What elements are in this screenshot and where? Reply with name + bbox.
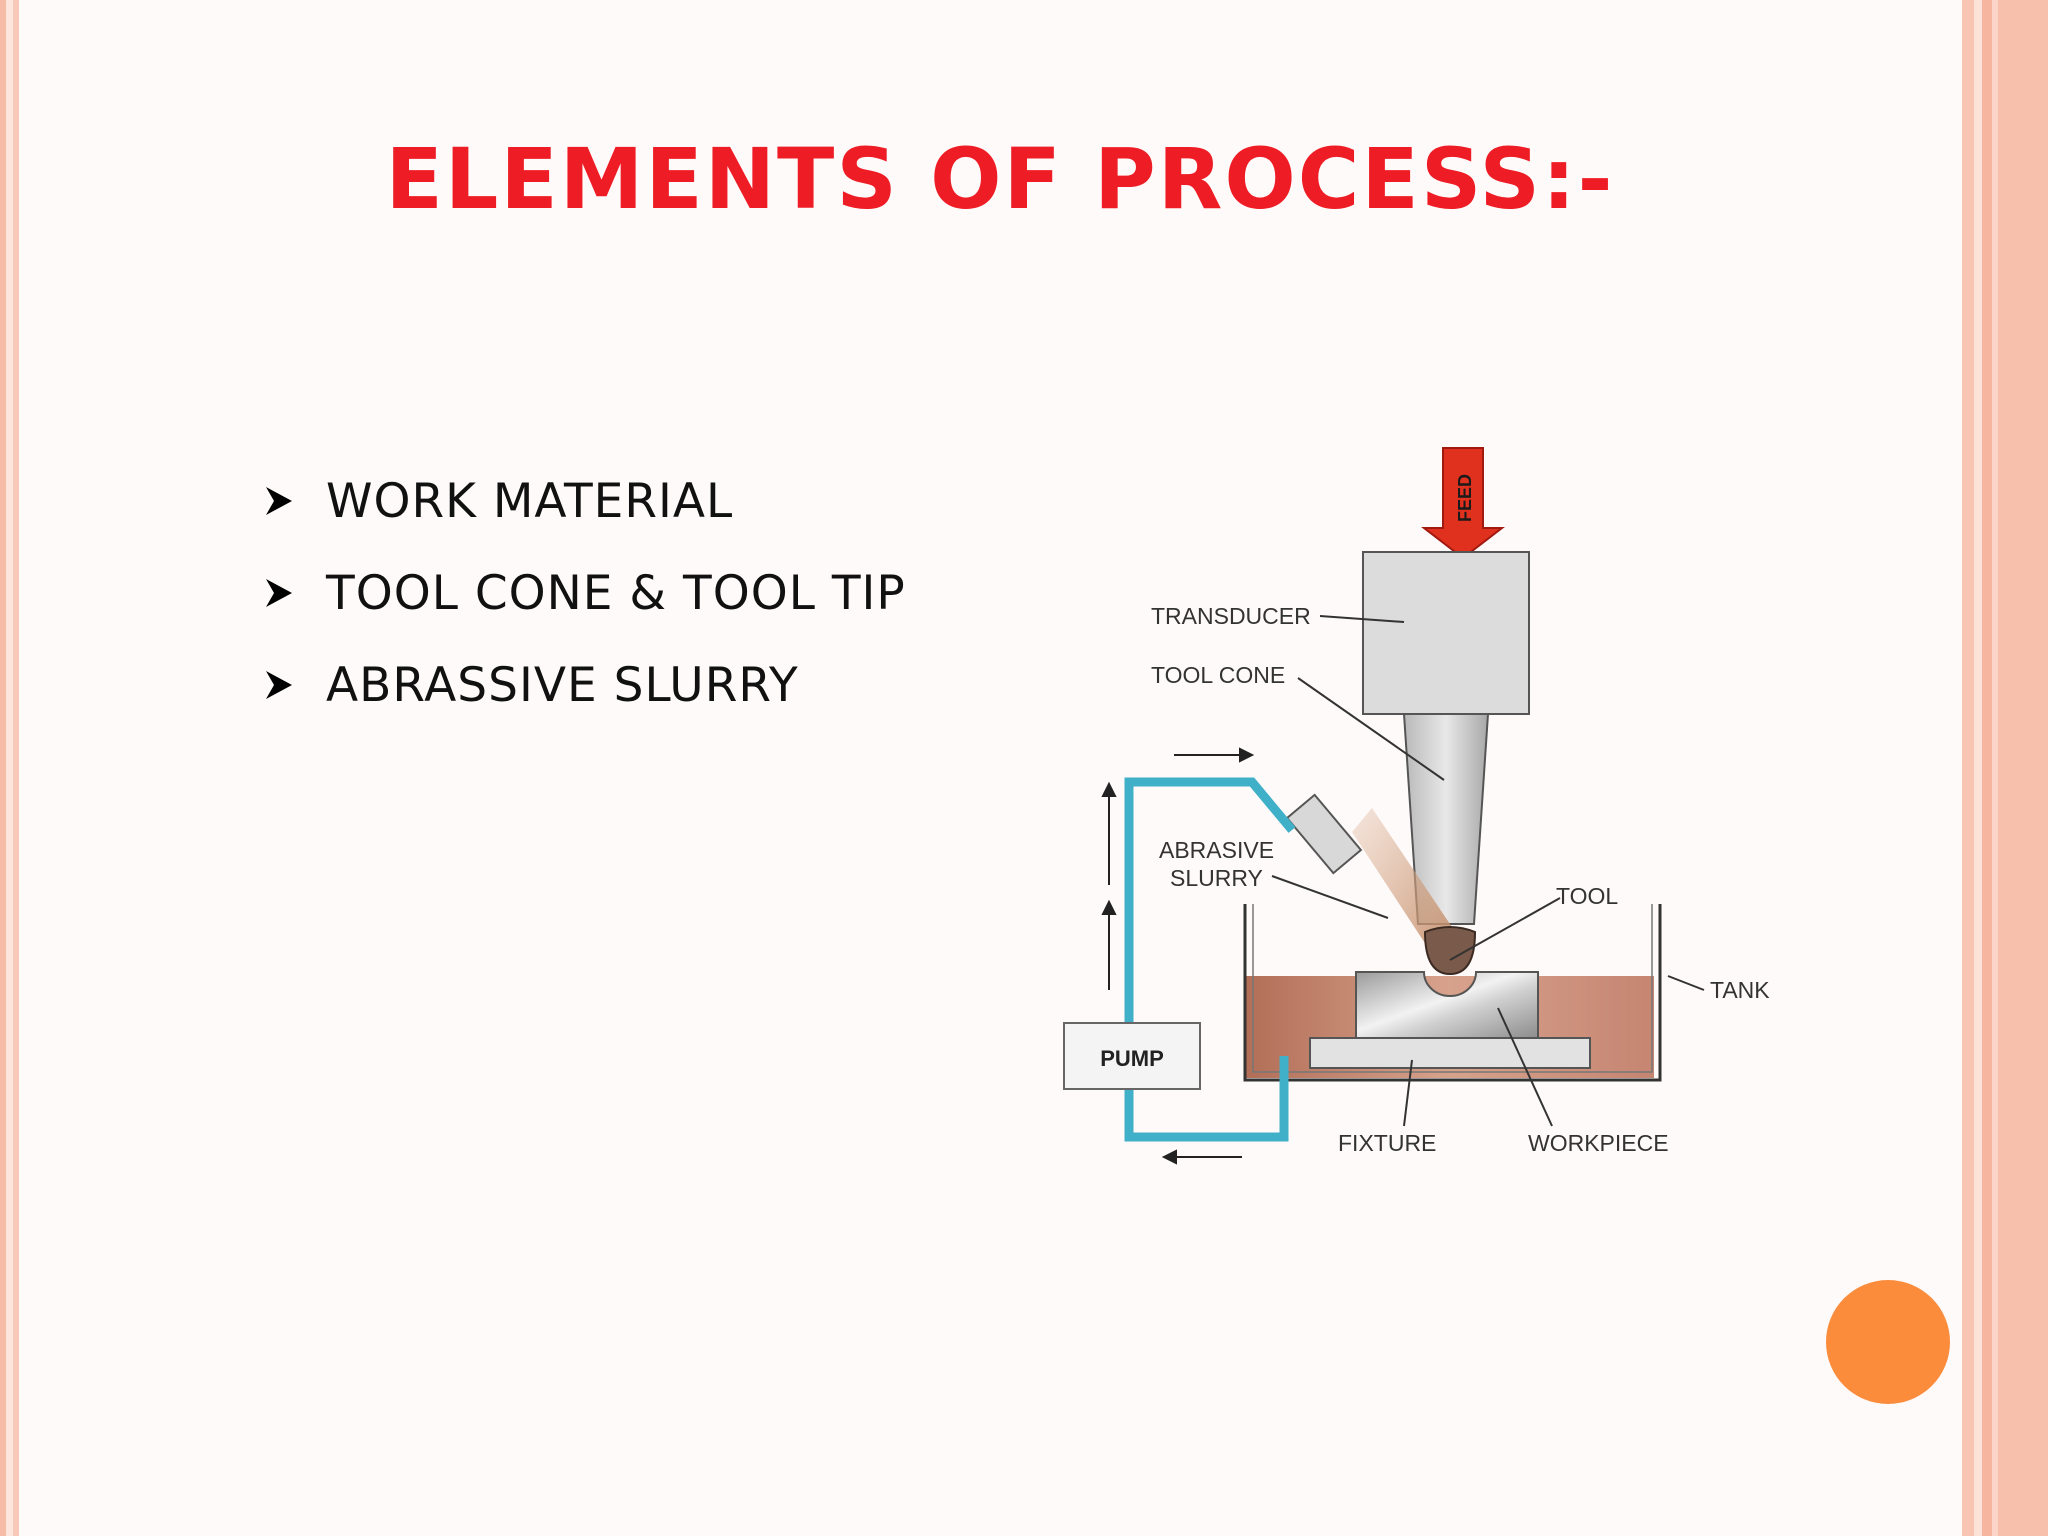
bullet-text: TOOL CONE & TOOL TIP — [326, 565, 906, 621]
slurry-label: SLURRY — [1170, 865, 1263, 891]
slide-title: ELEMENTS OF PROCESS:- — [385, 130, 1615, 228]
decorative-orange-circle — [1826, 1280, 1950, 1404]
bullet-text: ABRASSIVE SLURRY — [326, 657, 799, 713]
arrow-bullet-icon — [266, 579, 292, 607]
transducer-label: TRANSDUCER — [1151, 603, 1311, 629]
right-border-stripe — [1998, 0, 2048, 1536]
pump-box — [1063, 1022, 1201, 1090]
tank-walls — [1243, 904, 1662, 1082]
workpiece-block — [1355, 971, 1539, 1039]
leader-lines — [1271, 615, 1705, 1127]
bullet-item: ABRASSIVE SLURRY — [262, 639, 906, 731]
right-border-stripe — [1982, 0, 1992, 1536]
slurry-spray — [1352, 808, 1458, 960]
left-border-stripe-inner — [13, 0, 19, 1536]
workpiece-label: WORKPIECE — [1528, 1130, 1669, 1156]
tool-label: TOOL — [1556, 883, 1618, 909]
fixture-block — [1309, 1037, 1591, 1069]
flow-arrows — [1101, 747, 1255, 1165]
slurry-nozzle — [1285, 793, 1363, 875]
right-border-stripe — [1974, 0, 1982, 1536]
bullet-text: WORK MATERIAL — [326, 473, 734, 529]
fixture-label: FIXTURE — [1338, 1130, 1436, 1156]
tool-cone-label: TOOL CONE — [1151, 662, 1285, 688]
tool-tip — [1423, 926, 1477, 976]
feed-label: FEED — [1455, 474, 1475, 522]
abrasive-label: ABRASIVE — [1159, 837, 1274, 863]
usm-process-diagram: FEED PUMP TRANSDUCER TOOL — [1063, 447, 1770, 1165]
bullet-item: WORK MATERIAL — [262, 455, 906, 547]
bullet-item: TOOL CONE & TOOL TIP — [262, 547, 906, 639]
arrow-bullet-icon — [266, 487, 292, 515]
pump-label: PUMP — [1100, 1046, 1164, 1071]
right-border-stripe — [1992, 0, 1998, 1536]
left-border-stripe — [0, 0, 6, 1536]
tank-inner-wall — [1252, 904, 1653, 1073]
right-border-stripe — [1962, 0, 1974, 1536]
tank-label: TANK — [1710, 977, 1770, 1003]
left-border-gap — [6, 0, 13, 1536]
transducer-block — [1362, 551, 1530, 715]
slurry-pipe — [1124, 777, 1296, 1142]
bullet-list: WORK MATERIAL TOOL CONE & TOOL TIP ABRAS… — [262, 455, 906, 731]
arrow-bullet-icon — [266, 671, 292, 699]
feed-arrow: FEED — [1421, 447, 1505, 560]
